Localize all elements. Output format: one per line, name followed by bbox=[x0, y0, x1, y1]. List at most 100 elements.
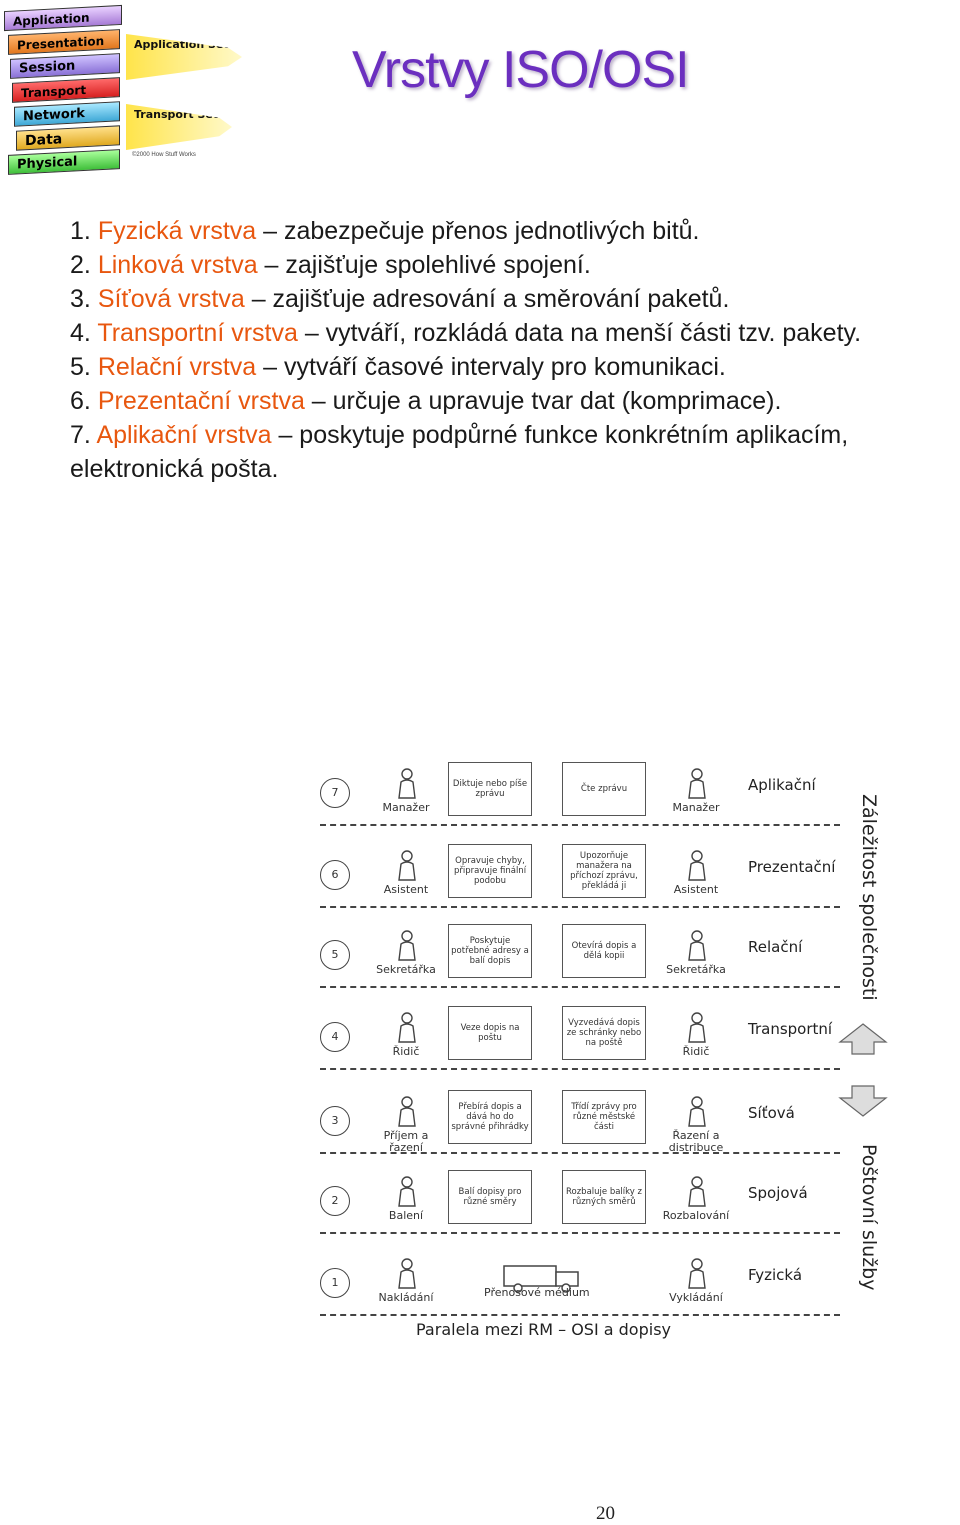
person-icon bbox=[682, 1096, 712, 1128]
sender-action-box: Veze dopis na poštu bbox=[448, 1006, 532, 1060]
layer-divider bbox=[320, 906, 840, 908]
person-icon bbox=[392, 1012, 422, 1044]
page-number: 20 bbox=[596, 1503, 615, 1525]
person-icon bbox=[392, 930, 422, 962]
left-person-label: Balení bbox=[366, 1210, 446, 1222]
right-person-label: Vykládání bbox=[656, 1292, 736, 1304]
layer-description: – zajišťuje adresování a směrování paket… bbox=[245, 285, 730, 313]
left-person-label: Asistent bbox=[366, 884, 446, 896]
layer-number-badge: 1 bbox=[320, 1268, 350, 1298]
up-arrow-icon bbox=[838, 1022, 888, 1056]
person-icon bbox=[682, 768, 712, 800]
layer-number-badge: 4 bbox=[320, 1022, 350, 1052]
person-icon bbox=[392, 1176, 422, 1208]
person-icon bbox=[682, 1176, 712, 1208]
layer-divider bbox=[320, 986, 840, 988]
layer-description: – vytváří časové intervaly pro komunikac… bbox=[256, 353, 726, 381]
logo-layer-network: Network bbox=[14, 101, 120, 127]
item-number: 2. bbox=[70, 251, 91, 279]
layer-divider bbox=[320, 824, 840, 826]
person-icon bbox=[682, 850, 712, 882]
layer-name: Linková vrstva bbox=[98, 251, 258, 279]
layer-number-badge: 3 bbox=[320, 1106, 350, 1136]
logo-transport-set: Transport Set bbox=[126, 104, 232, 150]
right-person-label: Asistent bbox=[656, 884, 736, 896]
side-label-company: Záležitost společnosti bbox=[858, 794, 880, 1001]
item-number: 3. bbox=[70, 285, 91, 313]
page-title: Vrstvy ISO/OSI bbox=[352, 40, 689, 100]
logo-layer-data: Data bbox=[16, 125, 120, 150]
left-person-label: Manažer bbox=[366, 802, 446, 814]
layer-number-badge: 5 bbox=[320, 940, 350, 970]
layer-label: Fyzická bbox=[748, 1266, 802, 1284]
layer-name: Relační vrstva bbox=[98, 353, 256, 381]
transmission-medium-label: Přenosové médium bbox=[484, 1286, 590, 1299]
item-number: 1. bbox=[70, 217, 91, 245]
sender-action-box: Poskytuje potřebné adresy a balí dopis bbox=[448, 924, 532, 978]
list-item: 7. Aplikační vrstva – poskytuje podpůrné… bbox=[70, 418, 960, 486]
list-item: 6. Prezentační vrstva – určuje a upravuj… bbox=[70, 384, 960, 418]
logo-application-set: Application Set bbox=[126, 34, 242, 80]
list-item: 5. Relační vrstva – vytváří časové inter… bbox=[70, 350, 960, 384]
layer-description: – vytváří, rozkládá data na menší části … bbox=[298, 319, 861, 347]
logo-layer-session: Session bbox=[10, 53, 120, 79]
layer-label: Transportní bbox=[748, 1020, 832, 1038]
item-number: 4. bbox=[70, 319, 91, 347]
right-person-label: Řazení a distribuce bbox=[656, 1130, 736, 1154]
layer-number-badge: 7 bbox=[320, 778, 350, 808]
sender-action-box: Diktuje nebo píše zprávu bbox=[448, 762, 532, 816]
person-icon bbox=[682, 1012, 712, 1044]
receiver-action-box: Upozorňuje manažera na příchozí zprávu, … bbox=[562, 844, 646, 898]
layer-description: – zabezpečuje přenos jednotlivých bitů. bbox=[256, 217, 699, 245]
layer-label: Relační bbox=[748, 938, 802, 956]
person-icon bbox=[682, 1258, 712, 1290]
receiver-action-box: Čte zprávu bbox=[562, 762, 646, 816]
receiver-action-box: Rozbaluje balíky z různých směrů bbox=[562, 1170, 646, 1224]
layer-name: Transportní vrstva bbox=[97, 319, 298, 347]
receiver-action-box: Třídí zprávy pro různé městské části bbox=[562, 1090, 646, 1144]
layer-label: Aplikační bbox=[748, 776, 816, 794]
sender-action-box: Přebírá dopis a dává ho do správné přihr… bbox=[448, 1090, 532, 1144]
person-icon bbox=[392, 768, 422, 800]
person-icon bbox=[392, 850, 422, 882]
list-item: 2. Linková vrstva – zajišťuje spolehlivé… bbox=[70, 248, 960, 282]
logo-layer-physical: Physical bbox=[8, 149, 120, 175]
layer-divider bbox=[320, 1068, 840, 1070]
layer-name: Fyzická vrstva bbox=[98, 217, 256, 245]
layer-label: Spojová bbox=[748, 1184, 808, 1202]
item-number: 6. bbox=[70, 387, 91, 415]
left-person-label: Sekretářka bbox=[366, 964, 446, 976]
layer-name: Síťová vrstva bbox=[98, 285, 245, 313]
layer-divider bbox=[320, 1232, 840, 1234]
person-icon bbox=[392, 1096, 422, 1128]
right-person-label: Řidič bbox=[656, 1046, 736, 1058]
figure-caption: Paralela mezi RM – OSI a dopisy bbox=[416, 1320, 671, 1339]
item-number: 7. bbox=[70, 421, 91, 449]
layer-description: – zajišťuje spolehlivé spojení. bbox=[258, 251, 591, 279]
sender-action-box: Balí dopisy pro různé směry bbox=[448, 1170, 532, 1224]
layer-name: Aplikační vrstva bbox=[96, 421, 271, 449]
logo-layer-application: Application bbox=[4, 5, 122, 31]
left-person-label: Řidič bbox=[366, 1046, 446, 1058]
layer-divider bbox=[320, 1314, 840, 1316]
right-person-label: Manažer bbox=[656, 802, 736, 814]
list-item: 3. Síťová vrstva – zajišťuje adresování … bbox=[70, 282, 960, 316]
layer-description: – určuje a upravuje tvar dat (komprimace… bbox=[305, 387, 782, 415]
right-person-label: Rozbalování bbox=[656, 1210, 736, 1222]
logo-layer-presentation: Presentation bbox=[8, 29, 120, 55]
list-item: 4. Transportní vrstva – vytváří, rozklád… bbox=[70, 316, 960, 350]
right-person-label: Sekretářka bbox=[656, 964, 736, 976]
layer-number-badge: 6 bbox=[320, 860, 350, 890]
sender-action-box: Opravuje chyby, připravuje finální podob… bbox=[448, 844, 532, 898]
layer-number-badge: 2 bbox=[320, 1186, 350, 1216]
receiver-action-box: Vyzvedává dopis ze schránky nebo na pošt… bbox=[562, 1006, 646, 1060]
logo-copyright: ©2000 How Stuff Works bbox=[132, 152, 196, 158]
person-icon bbox=[682, 930, 712, 962]
layer-label: Síťová bbox=[748, 1104, 795, 1122]
item-number: 5. bbox=[70, 353, 91, 381]
left-person-label: Příjem a řazení bbox=[366, 1130, 446, 1154]
layer-label: Prezentační bbox=[748, 858, 835, 876]
person-icon bbox=[392, 1258, 422, 1290]
layer-name: Prezentační vrstva bbox=[98, 387, 305, 415]
